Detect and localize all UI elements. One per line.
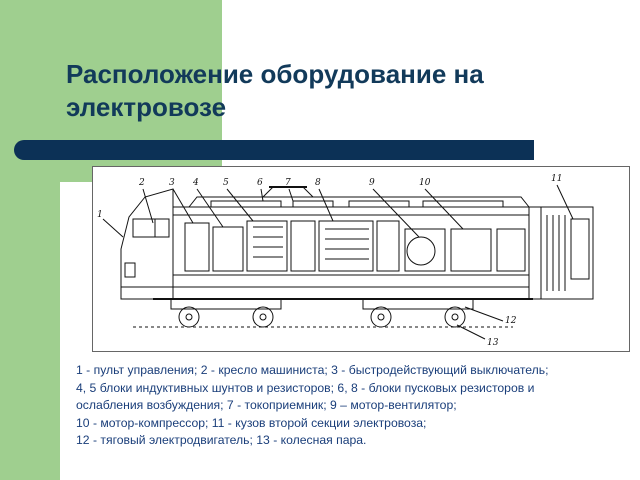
callout-11: 11 [551, 174, 562, 184]
locomotive-drawing: 1 2 3 4 5 6 7 8 9 10 11 12 13 [97, 174, 594, 348]
callout-5: 5 [223, 178, 229, 188]
pantograph [262, 186, 314, 198]
motor-fan-circle [406, 236, 436, 266]
wheel [444, 306, 466, 328]
legend-line-2: 4, 5 блоки индуктивных шунтов и резистор… [76, 380, 535, 395]
second-section-body [541, 206, 594, 300]
cab-window-right [154, 218, 170, 238]
legend-text: 1 - пульт управления; 2 - кресло машинис… [76, 362, 636, 450]
callout-7: 7 [285, 178, 291, 188]
wheel [178, 306, 200, 328]
wheel [252, 306, 274, 328]
callout-9: 9 [369, 178, 375, 188]
rear-bogie-frame [362, 298, 474, 310]
green-side-stripe [0, 0, 60, 480]
callout-3: 3 [169, 178, 175, 188]
wheel [370, 306, 392, 328]
callout-4: 4 [192, 178, 199, 188]
cab-window [132, 218, 156, 238]
roof-line [188, 196, 530, 208]
block-controls [184, 222, 210, 272]
callout-8: 8 [315, 178, 321, 188]
cab-headlight [124, 262, 136, 278]
legend-line-5: 12 - тяговый электродвигатель; 13 - коле… [76, 433, 367, 447]
legend-line-4: 10 - мотор-компрессор; 11 - кузов второй… [76, 415, 427, 430]
front-bogie-frame [170, 298, 282, 310]
callout-13: 13 [487, 338, 499, 348]
callout-12: 12 [505, 316, 517, 326]
callout-2: 2 [138, 178, 145, 188]
legend-line-3: ослабления возбуждения; 7 - токоприемник… [76, 398, 457, 412]
diagram-callouts: 1 2 3 4 5 6 7 8 9 10 11 12 13 [97, 174, 562, 348]
legend-line-1: 1 - пульт управления; 2 - кресло машинис… [76, 363, 549, 377]
callout-1: 1 [97, 210, 103, 220]
callout-10: 10 [419, 178, 431, 188]
cab-front-outline [120, 188, 174, 300]
callout-6: 6 [257, 178, 263, 188]
slide-title: Расположение оборудование на электровозе [66, 59, 484, 122]
locomotive-diagram: 1 2 3 4 5 6 7 8 9 10 11 12 13 [92, 166, 630, 352]
title-underline-bar [14, 140, 534, 160]
